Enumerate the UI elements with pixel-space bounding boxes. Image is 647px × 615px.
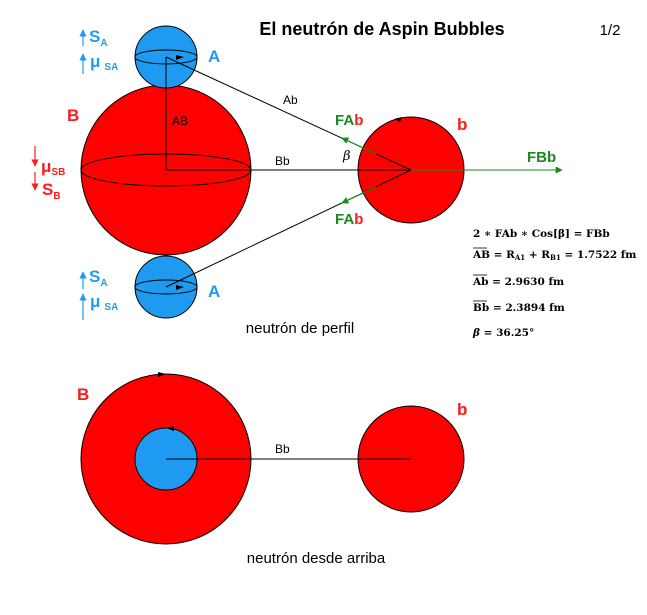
equation-AB-distance: AB = RA1 + RB1 = 1.7522 fm xyxy=(472,247,636,262)
segment-AB-label: AB xyxy=(172,114,188,128)
force-FAb-top-arrow xyxy=(341,137,377,155)
caption-profile: neutrón de perfil xyxy=(246,320,354,337)
caption-top-view: neutrón desde arriba xyxy=(247,550,386,567)
label-b-top-view: b xyxy=(457,400,467,419)
segment-Bb-top-view-label: Bb xyxy=(275,442,290,456)
angle-beta-label: β xyxy=(342,149,351,164)
moment-muSB-label: μSB xyxy=(41,157,65,178)
equation-beta-angle: β = 36.25° xyxy=(472,327,534,339)
label-B-profile: B xyxy=(67,106,79,125)
page-number: 1/2 xyxy=(600,22,621,39)
equation-Ab-distance: Ab = 2.9630 fm xyxy=(472,274,564,288)
force-FBb-label: FBb xyxy=(527,149,556,166)
equation-Bb-distance: Bb = 2.3894 fm xyxy=(473,300,565,314)
spin-arrow-A-top-view xyxy=(166,426,174,431)
spin-SA-top-label: SA xyxy=(89,27,108,49)
spin-SB-label: SB xyxy=(42,180,61,202)
equation-force-balance: 2 ∗ FAb ∗ Cos[β] = FBb xyxy=(473,228,610,240)
svg-text:AB = RA1 + RB1 = 1.7522 fm: AB = RA1 + RB1 = 1.7522 fm xyxy=(472,249,636,262)
label-A-bottom: A xyxy=(208,282,220,301)
label-A-top: A xyxy=(208,47,220,66)
spin-arrow-B-top-view xyxy=(158,372,166,377)
svg-text:Bb = 2.3894 fm: Bb = 2.3894 fm xyxy=(473,302,565,314)
segment-Ab-label: Ab xyxy=(283,93,298,107)
spin-arrow-A-bottom xyxy=(176,285,184,290)
label-B-top-view: B xyxy=(77,385,89,404)
diagram-title: El neutrón de Aspin Bubbles xyxy=(259,19,504,39)
force-FAb-bottom-label: FAb xyxy=(335,211,363,228)
svg-text:Ab = 2.9630 fm: Ab = 2.9630 fm xyxy=(472,276,564,288)
segment-Bb-label: Bb xyxy=(275,154,290,168)
sphere-A-bottom-equator xyxy=(134,279,198,295)
spin-arrow-A-top xyxy=(176,55,184,60)
label-b-profile: b xyxy=(457,115,467,134)
spin-arrow-b xyxy=(394,117,402,122)
force-FAb-top-label: FAb xyxy=(335,112,363,129)
spin-SA-bottom-label: SA xyxy=(89,267,108,289)
force-FAb-bottom-arrow xyxy=(341,186,377,204)
